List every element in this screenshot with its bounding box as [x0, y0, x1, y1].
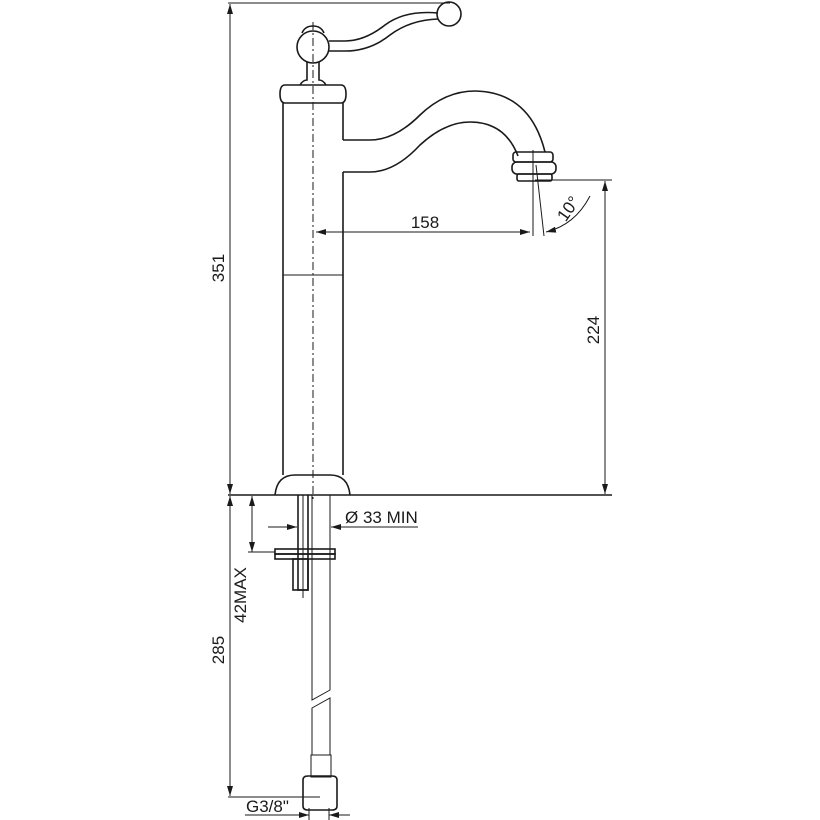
reference-lines	[228, 2, 612, 798]
dim-hole-diameter: Ø 33 MIN	[345, 508, 418, 527]
dim-connection-thread: G3/8"	[246, 797, 289, 816]
dimension-lines	[227, 4, 608, 820]
dim-spout-angle: 10°	[553, 193, 583, 225]
spout	[343, 90, 557, 237]
dim-hose-length: 285	[209, 636, 228, 664]
body-base	[274, 474, 351, 496]
dim-deck-thickness: 42MAX	[231, 567, 250, 623]
supply-hose	[274, 494, 338, 811]
faucet-body	[274, 84, 351, 496]
handle	[296, 1, 462, 86]
hose-nut	[302, 775, 338, 811]
body-cap	[279, 84, 347, 104]
dim-spout-reach: 158	[411, 213, 439, 232]
dim-total-height: 351	[209, 254, 228, 282]
dim-spout-height: 224	[584, 316, 603, 344]
